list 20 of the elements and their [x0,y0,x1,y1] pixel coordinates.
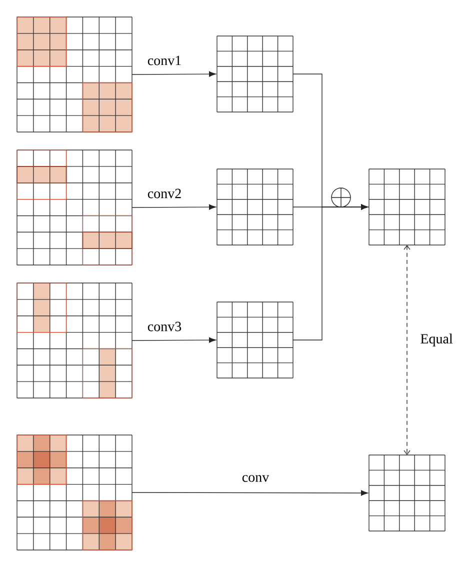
edge-label: conv1 [148,56,181,66]
edge-label: conv [242,475,270,482]
output-grid [216,168,294,246]
arrow [292,204,368,340]
input-grid [16,150,132,266]
dashed-arrow [404,245,410,455]
arrow [132,204,216,210]
output-grid [216,36,294,112]
arrow [132,490,368,496]
edge-label: conv3 [148,322,182,332]
input-grid [16,434,132,550]
output-grid [368,168,446,246]
input-grid [16,16,132,132]
arrow [132,71,216,77]
arrow [132,337,216,343]
edge-label: Equal [420,334,453,346]
output-grid [216,302,294,378]
output-grid [368,454,446,532]
edge-label: conv2 [148,188,181,198]
input-grid [16,282,132,398]
